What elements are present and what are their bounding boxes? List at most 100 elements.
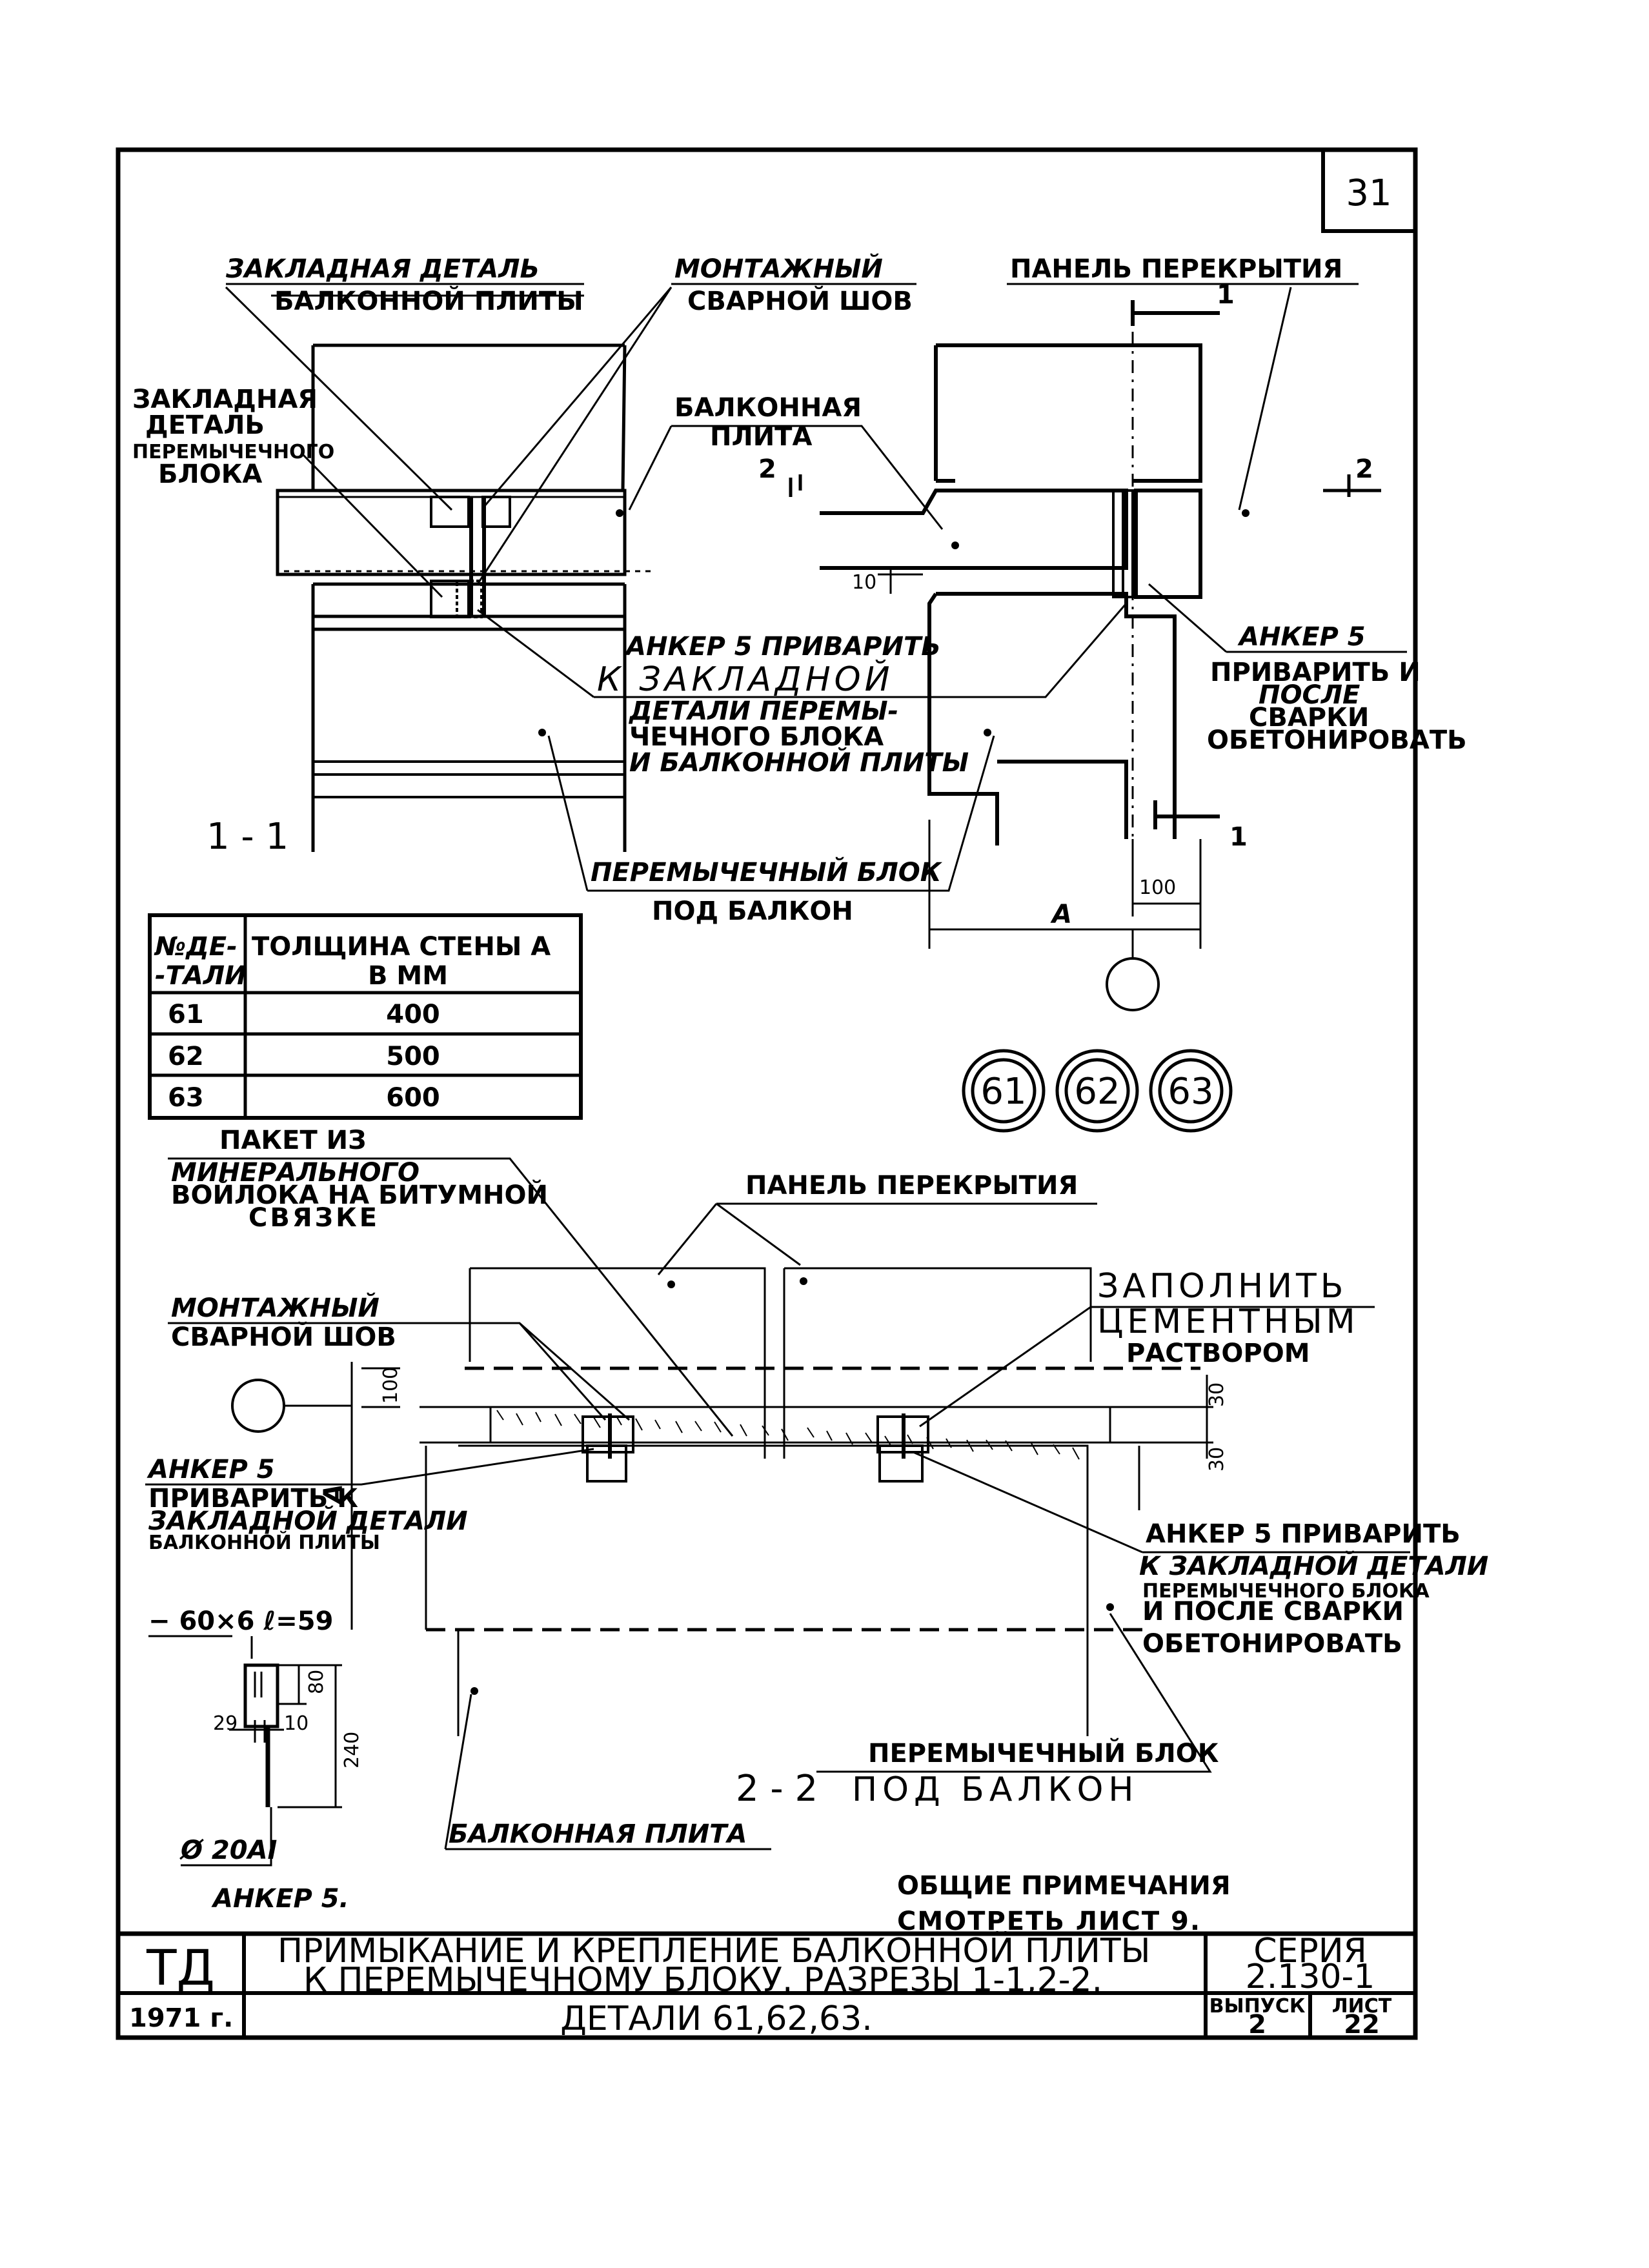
label-balcony-slab-2: БАЛКОННАЯ ПЛИТА <box>449 1819 747 1849</box>
section-1-1-left <box>276 343 652 852</box>
detail-marker-61: 61 <box>980 1071 1026 1113</box>
label-lintel-embedded-1: ЗАКЛАДНАЯ <box>132 385 318 414</box>
general-notes: ОБЩИЕ ПРИМЕЧАНИЯ СМОТРЕТЬ ЛИСТ 9. <box>897 1871 1231 1936</box>
label-anchor-right-2-2: К ЗАКЛАДНОЙ ДЕТАЛИ <box>1139 1550 1488 1581</box>
label-lintel-block-2-1: ПЕРЕМЫЧЕЧНЫЙ БЛОК <box>868 1737 1219 1768</box>
label-lintel-block-1: ПЕРЕМЫЧЕЧНЫЙ БЛОК <box>591 856 943 887</box>
label-fill-2: ЦЕМЕНТНЫМ <box>1097 1302 1359 1341</box>
dim-a: A <box>1050 900 1072 929</box>
label-felt-1: ПАКЕТ ИЗ <box>219 1126 367 1155</box>
label-anchor-weld-5: И БАЛКОННОЙ ПЛИТЫ <box>629 747 969 778</box>
sheet-frame <box>116 147 1418 2040</box>
sheet-value: 22 <box>1344 2010 1380 2040</box>
label-lintel-embedded-2: ДЕТАЛЬ <box>145 410 265 440</box>
label-balcony-embedded-2: БАЛКОННОЙ ПЛИТЫ <box>274 285 583 316</box>
section-2-2-title: 2 - 2 <box>736 1768 818 1810</box>
label-floor-panel-1: ПАНЕЛЬ ПЕРЕКРЫТИЯ <box>1010 254 1342 284</box>
title-org: ТД <box>146 1939 215 1996</box>
dim-30-bottom: 30 <box>1206 1447 1228 1472</box>
cut-2-left: 2 <box>758 454 776 484</box>
table-header-col1-2: -ТАЛИ <box>155 961 247 991</box>
issue-label: ВЫПУСК <box>1209 1995 1306 2018</box>
title-line-3: ДЕТАЛИ 61,62,63. <box>560 2000 872 2038</box>
anchor-rod-label: Ø 20AI <box>179 1836 278 1865</box>
label-anchor-right-5: ОБЕТОНИРОВАТЬ <box>1207 725 1467 755</box>
label-anchor-right-2-1: АНКЕР 5 ПРИВАРИТЬ <box>1146 1519 1461 1549</box>
anchor-dim-80: 80 <box>305 1670 328 1694</box>
label-anchor-right-2-5: ОБЕТОНИРОВАТЬ <box>1142 1629 1402 1659</box>
anchor-5-detail: − 60×6 ℓ=59 80 240 29 10 Ø 20AI АНКЕР 5. <box>148 1606 363 1914</box>
label-balcony-embedded-1: ЗАКЛАДНАЯ ДЕТАЛЬ <box>225 254 540 284</box>
label-anchor-weld-2: К ЗАКЛАДНОЙ <box>597 660 894 699</box>
label-lintel-block-2-2: ПОД БАЛКОН <box>852 1770 1138 1809</box>
title-block: ТД 1971 г. ПРИМЫКАНИЕ И КРЕПЛЕНИЕ БАЛКОН… <box>118 1931 1415 2040</box>
issue-value: 2 <box>1248 2010 1266 2040</box>
label-fill-1: ЗАПОЛНИТЬ <box>1097 1267 1347 1306</box>
cut-1-bottom: 1 <box>1229 822 1248 852</box>
label-anchor-right-1: АНКЕР 5 <box>1237 622 1366 652</box>
label-felt-4: СВЯЗКЕ <box>248 1203 379 1233</box>
detail-markers: 61 62 63 <box>962 1049 1233 1133</box>
section-2-2: 100 A 30 30 <box>231 1267 1228 1736</box>
dim-a-2: A <box>319 1484 349 1506</box>
section-1-1-title: 1 - 1 <box>207 816 288 858</box>
title-line-2: К ПЕРЕМЫЧЕЧНОМУ БЛОКУ. РАЗРЕЗЫ 1-1,2-2. <box>303 1961 1102 2000</box>
label-anchor-left-2: ПРИВАРИТЬ К <box>148 1484 358 1514</box>
label-weld-2-2: СВАРНОЙ ШОВ <box>171 1321 396 1352</box>
anchor-plate-label: − 60×6 ℓ=59 <box>148 1606 333 1636</box>
title-line-1: ПРИМЫКАНИЕ И КРЕПЛЕНИЕ БАЛКОННОЙ ПЛИТЫ <box>278 1931 1150 1970</box>
sheet-label: ЛИСТ <box>1332 1995 1392 2018</box>
section-callout-circle-2 <box>231 1379 285 1433</box>
table-row-2-thickness: 500 <box>386 1042 440 1071</box>
sheet-number-box: 31 <box>1321 148 1417 233</box>
table-header-col2-1: ТОЛЩИНА СТЕНЫ А <box>252 932 551 962</box>
table-row-3-detail: 63 <box>168 1083 204 1113</box>
series-label: СЕРИЯ <box>1253 1932 1367 1970</box>
section-callout-circle <box>1106 957 1160 1011</box>
notes-line-1: ОБЩИЕ ПРИМЕЧАНИЯ <box>897 1871 1231 1901</box>
label-weld-1: МОНТАЖНЫЙ <box>674 253 883 284</box>
table-header-col2-2: В ММ <box>368 961 448 991</box>
label-anchor-left-3: ЗАКЛАДНОЙ ДЕТАЛИ <box>148 1505 468 1536</box>
label-anchor-right-2-4: И ПОСЛЕ СВАРКИ <box>1142 1597 1404 1626</box>
notes-line-2: СМОТРЕТЬ ЛИСТ 9. <box>897 1907 1201 1936</box>
cut-1-top: 1 <box>1217 280 1235 310</box>
table-row-1-thickness: 400 <box>386 1000 440 1029</box>
table-row-3-thickness: 600 <box>386 1083 440 1113</box>
label-lintel-embedded-3: ПЕРЕМЫЧЕЧНОГО <box>132 441 334 463</box>
label-anchor-right-2: ПРИВАРИТЬ И <box>1210 658 1421 687</box>
label-anchor-weld-4: ЧЕЧНОГО БЛОКА <box>629 722 884 752</box>
section-1-1-labels: ЗАКЛАДНАЯ ДЕТАЛЬ БАЛКОННОЙ ПЛИТЫ МОНТАЖН… <box>132 253 1467 926</box>
label-anchor-right-2-3: ПЕРЕМЫЧЕЧНОГО БЛОКА <box>1142 1580 1430 1603</box>
label-balcony-slab-2: ПЛИТА <box>710 422 812 452</box>
dim-100-2: 100 <box>379 1367 402 1404</box>
anchor-caption: АНКЕР 5. <box>211 1884 349 1914</box>
label-felt-2: МИНЕРАЛЬНОГО <box>171 1158 420 1188</box>
table-header-col1-1: №ДЕ- <box>154 932 238 962</box>
dim-100: 100 <box>1139 876 1176 899</box>
label-anchor-left-4: БАЛКОННОЙ ПЛИТЫ <box>148 1531 380 1554</box>
detail-marker-63: 63 <box>1168 1071 1213 1113</box>
anchor-dim-240: 240 <box>341 1732 363 1768</box>
label-balcony-slab-1: БАЛКОННАЯ <box>674 393 862 423</box>
label-anchor-weld-3: ДЕТАЛИ ПЕРЕМЫ- <box>628 696 898 726</box>
detail-marker-62: 62 <box>1074 1071 1120 1113</box>
label-weld-2-1: МОНТАЖНЫЙ <box>171 1292 379 1323</box>
section-1-1-right: 10 100 A 1 1 2 2 <box>758 280 1381 1011</box>
label-anchor-right-4: СВАРКИ <box>1249 703 1369 733</box>
section-2-2-labels: ПАКЕТ ИЗ МИНЕРАЛЬНОГО ВОЙЛОКА НА БИТУМНО… <box>145 1126 1488 1850</box>
title-year: 1971 г. <box>129 2003 233 2033</box>
label-weld-2: СВАРНОЙ ШОВ <box>687 285 913 316</box>
sheet-number: 31 <box>1346 172 1391 214</box>
label-anchor-weld-1: АНКЕР 5 ПРИВАРИТЬ <box>624 632 941 662</box>
label-fill-3: РАСТВОРОМ <box>1126 1339 1310 1368</box>
table-row-2-detail: 62 <box>168 1042 204 1071</box>
label-lintel-embedded-4: БЛОКА <box>158 460 262 489</box>
label-felt-3: ВОЙЛОКА НА БИТУМНОЙ <box>171 1179 548 1210</box>
label-anchor-right-3: ПОСЛЕ <box>1259 680 1360 710</box>
detail-table: №ДЕ- -ТАЛИ ТОЛЩИНА СТЕНЫ А В ММ 61 400 6… <box>148 913 583 1120</box>
series-value: 2.130-1 <box>1246 1958 1375 1996</box>
cut-2-right: 2 <box>1355 454 1373 484</box>
label-floor-panel-2: ПАНЕЛЬ ПЕРЕКРЫТИЯ <box>745 1171 1078 1200</box>
